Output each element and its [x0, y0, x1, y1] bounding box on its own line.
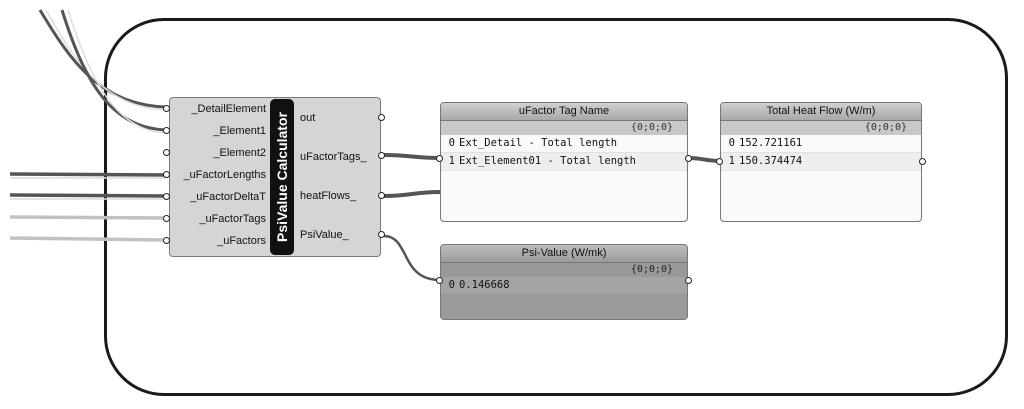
input-grip-ufactors[interactable] — [163, 237, 170, 244]
canvas-group-frame — [104, 18, 1008, 396]
row-index: 0 — [448, 279, 455, 291]
output-grip-out[interactable] — [378, 114, 385, 121]
component-title: PsiValue Calculator — [274, 112, 290, 242]
list-item: 0 152.721161 — [721, 135, 921, 153]
input-ufactor-tags[interactable]: _uFactorTags — [199, 213, 266, 225]
input-grip-element2[interactable] — [163, 149, 170, 156]
output-grip-psi-value[interactable] — [378, 231, 385, 238]
input-ufactor-deltat[interactable]: _uFactorDeltaT — [190, 191, 266, 203]
ufactor-panel-output-grip[interactable] — [685, 155, 692, 162]
wire-element1-2[interactable] — [67, 9, 167, 134]
output-grip-heat-flows[interactable] — [378, 192, 385, 199]
component-title-bar[interactable]: PsiValue Calculator — [270, 99, 294, 255]
wire-detail-element-2[interactable] — [45, 9, 167, 111]
input-grip-detail-element[interactable] — [163, 105, 170, 112]
output-out[interactable]: out — [300, 112, 316, 124]
heatflow-panel-output-grip[interactable] — [919, 158, 926, 165]
panel-path: {0;0;0} — [441, 263, 687, 277]
wire-tags-to-panel[interactable] — [383, 153, 441, 160]
input-detail-element[interactable]: _DetailElement — [191, 103, 266, 115]
input-element2[interactable]: _Element2 — [213, 147, 266, 159]
panel-title: Total Heat Flow (W/m) — [721, 103, 921, 121]
input-grip-ufactor-deltat[interactable] — [163, 193, 170, 200]
row-value: 150.374474 — [739, 155, 803, 167]
wire-ufactors[interactable] — [9, 236, 167, 242]
wire-heatflows-to-panel[interactable] — [383, 190, 441, 198]
input-grip-ufactor-tags[interactable] — [163, 215, 170, 222]
output-heat-flows[interactable]: heatFlows_ — [300, 190, 357, 202]
input-ufactors[interactable]: _uFactors — [217, 235, 266, 247]
row-value: Ext_Detail - Total length — [459, 137, 618, 149]
row-index: 0 — [448, 137, 455, 149]
row-index: 1 — [448, 155, 455, 167]
row-value: 152.721161 — [739, 137, 803, 149]
wire-ufactor-deltat[interactable] — [9, 193, 167, 198]
ufactor-panel-input-grip[interactable] — [436, 155, 443, 162]
total-heat-flow-panel[interactable]: Total Heat Flow (W/m) {0;0;0} 0 152.72116… — [720, 102, 922, 222]
row-index: 1 — [728, 155, 735, 167]
ufactor-tag-name-panel[interactable]: uFactor Tag Name {0;0;0} 0 Ext_Detail - T… — [440, 102, 688, 222]
list-item: 0 Ext_Detail - Total length — [441, 135, 687, 153]
wire-psi-to-panel[interactable] — [383, 234, 441, 282]
panel-title: uFactor Tag Name — [441, 103, 687, 121]
output-ufactor-tags[interactable]: uFactorTags_ — [300, 151, 367, 163]
psi-panel-output-grip[interactable] — [685, 277, 692, 284]
row-value: Ext_Element01 - Total length — [459, 155, 637, 167]
list-item: 1 150.374474 — [721, 153, 921, 171]
psi-value-panel[interactable]: Psi-Value (W/mk) {0;0;0} 0 0.146668 — [440, 244, 688, 320]
list-item: 1 Ext_Element01 - Total length — [441, 153, 687, 171]
heatflow-panel-input-grip[interactable] — [716, 158, 723, 165]
list-item: 0 0.146668 — [441, 277, 687, 294]
psi-panel-input-grip[interactable] — [436, 277, 443, 284]
input-grip-ufactor-lengths[interactable] — [163, 171, 170, 178]
output-grip-ufactor-tags[interactable] — [378, 152, 385, 159]
row-index: 0 — [728, 137, 735, 149]
wire-ufactor-lengths[interactable] — [9, 172, 167, 177]
input-element1[interactable]: _Element1 — [213, 125, 266, 137]
panel-path: {0;0;0} — [721, 121, 921, 135]
panel-path: {0;0;0} — [441, 121, 687, 135]
wire-ufactor-tags[interactable] — [9, 215, 167, 220]
wire-element1[interactable] — [60, 9, 167, 132]
input-ufactor-lengths[interactable]: _uFactorLengths — [183, 169, 266, 181]
panel-title: Psi-Value (W/mk) — [441, 245, 687, 263]
output-psi-value[interactable]: PsiValue_ — [300, 229, 349, 241]
row-value: 0.146668 — [459, 279, 510, 291]
psivalue-calculator-component[interactable]: _DetailElement _Element1 _Element2 _uFac… — [169, 97, 381, 257]
input-grip-element1[interactable] — [163, 127, 170, 134]
